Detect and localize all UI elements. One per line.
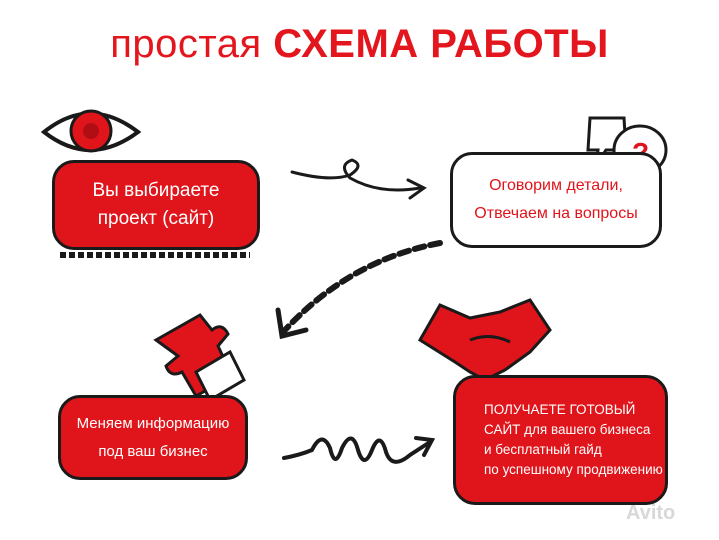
title-bold: СХЕМА РАБОТЫ bbox=[273, 22, 609, 66]
puzzle-icon bbox=[153, 313, 246, 403]
step-2-text: Оговорим детали, Отвечаем на вопросы bbox=[474, 177, 638, 222]
step-card-1: Вы выбираете проект (сайт) bbox=[52, 160, 260, 250]
step-card-3: Меняем информацию под ваш бизнес bbox=[58, 395, 248, 480]
step-1-underline bbox=[60, 252, 250, 258]
step-3-text: Меняем информацию под ваш бизнес bbox=[76, 414, 230, 460]
title-plain: простая bbox=[110, 22, 262, 66]
arrow-step1-to-step2 bbox=[290, 158, 427, 200]
step-1-text: Вы выбираете проект (сайт) bbox=[92, 180, 220, 229]
step-card-4: ПОЛУЧАЕТЕ ГОТОВЫЙ САЙТ для вашего бизнес… bbox=[453, 375, 668, 505]
page-title: простая СХЕМА РАБОТЫ bbox=[0, 22, 719, 67]
watermark: Avito bbox=[626, 502, 676, 524]
arrow-step3-to-step4 bbox=[282, 436, 436, 464]
handshake-icon bbox=[417, 298, 552, 382]
eye-icon bbox=[40, 109, 142, 153]
step-4-text: ПОЛУЧАЕТЕ ГОТОВЫЙ САЙТ для вашего бизнес… bbox=[484, 402, 663, 477]
step-card-2: Оговорим детали, Отвечаем на вопросы bbox=[450, 152, 662, 248]
arrow-step2-to-step3 bbox=[282, 240, 443, 333]
arrow-step2-to-step3-head bbox=[275, 307, 309, 340]
